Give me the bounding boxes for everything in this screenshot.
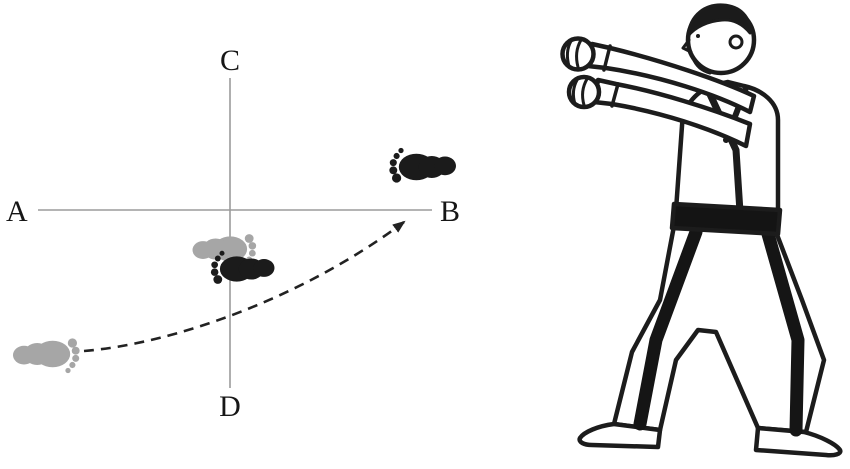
movement-path-arrow — [83, 220, 406, 353]
bottom-sleeve-cuff — [610, 82, 620, 108]
label-b: B — [440, 195, 460, 228]
martial-artist-figure — [560, 3, 843, 458]
back-foot — [753, 425, 843, 458]
top-fist-fingers — [565, 38, 583, 69]
martial-artist-illustration — [560, 3, 843, 458]
start-footprint-gray-icon — [12, 338, 80, 374]
hair — [686, 3, 752, 38]
ear — [728, 34, 744, 50]
back-trouser-stripe — [761, 227, 805, 437]
label-a: A — [6, 195, 28, 228]
chin-line — [691, 56, 712, 75]
front-trouser-stripe — [633, 225, 703, 431]
label-d: D — [219, 390, 241, 423]
trousers — [611, 223, 827, 435]
bottom-fist-fingers — [571, 77, 589, 107]
stepping-diagram: A B C D — [6, 44, 460, 423]
eye — [696, 34, 700, 38]
nose — [681, 38, 693, 54]
top-sleeve-cuff — [602, 44, 612, 72]
front-foot — [577, 421, 663, 450]
black-belt — [669, 201, 783, 237]
end-footprint-black-icon — [389, 147, 456, 183]
label-c: C — [220, 44, 240, 77]
